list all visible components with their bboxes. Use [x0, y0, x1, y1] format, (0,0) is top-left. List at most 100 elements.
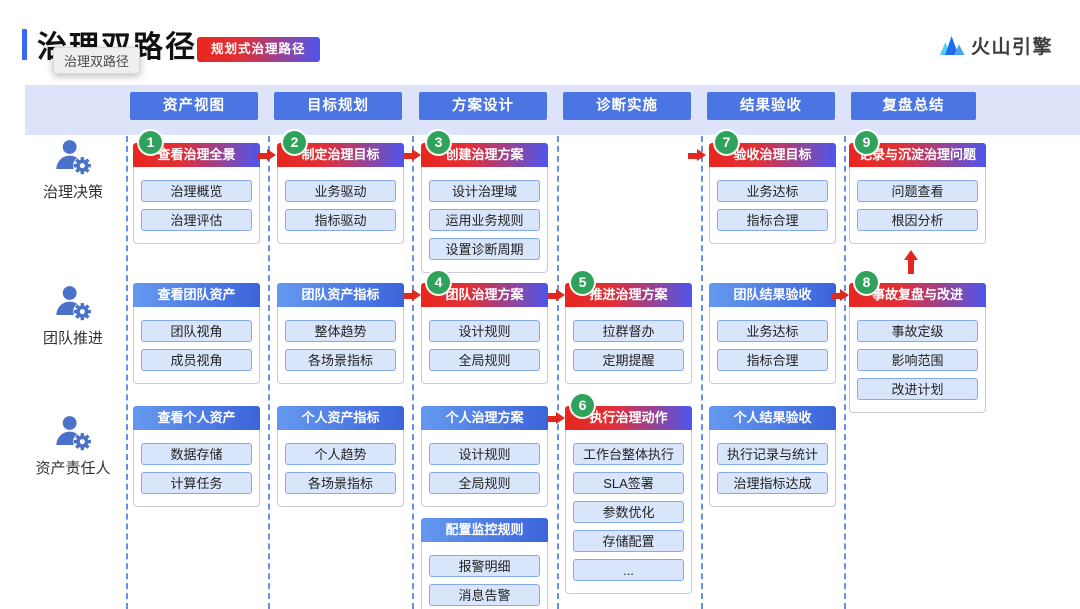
user-gear-icon: [56, 416, 92, 451]
card-item: 数据存储: [141, 443, 252, 465]
card-title: 事故复盘与改进: [849, 283, 986, 307]
card-item: 各场景指标: [285, 349, 396, 371]
card-item: 事故定级: [857, 320, 978, 342]
card-item: 全局规则: [429, 349, 540, 371]
card-item-list: 治理概览治理评估: [134, 167, 259, 243]
column-divider: [701, 136, 703, 609]
card-view-team-assets: 查看团队资产团队视角成员视角: [133, 283, 260, 384]
card-item: 参数优化: [573, 501, 684, 523]
card-personal-governance-plan: 个人治理方案设计规则全局规则: [421, 406, 548, 507]
card-item: 设计规则: [429, 443, 540, 465]
flow-arrow-right-icon: [258, 149, 276, 162]
card-item: ...: [573, 559, 684, 581]
card-item: 设置诊断周期: [429, 238, 540, 260]
role-asset-owner: 资产责任人: [17, 415, 129, 478]
card-item-list: 设计治理域运用业务规则设置诊断周期: [422, 167, 547, 272]
step-number-badge: 7: [715, 131, 738, 154]
card-item: 工作台整体执行: [573, 443, 684, 465]
flow-arrow-right-icon: [547, 289, 565, 302]
card-title: 个人资产指标: [277, 406, 404, 430]
card-item: 业务达标: [717, 320, 828, 342]
step-number-badge: 6: [571, 394, 594, 417]
card-title: 验收治理目标: [709, 143, 836, 167]
brand-name: 火山引擎: [970, 37, 1053, 58]
step-number-badge: 3: [427, 131, 450, 154]
card-item: 团队视角: [141, 320, 252, 342]
card-item: 治理评估: [141, 209, 252, 231]
card-item: SLA签署: [573, 472, 684, 494]
column-divider: [412, 136, 414, 609]
card-item-list: 拉群督办定期提醒: [566, 307, 691, 383]
column-divider: [126, 136, 128, 609]
card-view-personal-assets: 查看个人资产数据存储计算任务: [133, 406, 260, 507]
card-personal-asset-metrics: 个人资产指标个人趋势各场景指标: [277, 406, 404, 507]
card-item-list: 数据存储计算任务: [134, 430, 259, 506]
flow-arrow-right-icon: [403, 149, 421, 162]
card-item-list: 业务达标指标合理: [710, 307, 835, 383]
card-item: 整体趋势: [285, 320, 396, 342]
card-item: 指标合理: [717, 209, 828, 231]
card-title: 团队结果验收: [709, 283, 836, 307]
volcengine-mountain-icon: [939, 35, 965, 56]
card-item-list: 团队视角成员视角: [134, 307, 259, 383]
path-type-badge[interactable]: 规划式治理路径: [197, 37, 320, 62]
card-item: 运用业务规则: [429, 209, 540, 231]
card-item: 问题查看: [857, 180, 978, 202]
card-item: 个人趋势: [285, 443, 396, 465]
card-team-asset-metrics: 团队资产指标整体趋势各场景指标: [277, 283, 404, 384]
card-title: 团队资产指标: [277, 283, 404, 307]
card-item: 定期提醒: [573, 349, 684, 371]
card-item: 治理指标达成: [717, 472, 828, 494]
flow-arrow-right-icon: [547, 412, 565, 425]
card-item: 治理概览: [141, 180, 252, 202]
step-number-badge: 2: [283, 131, 306, 154]
card-item-list: 业务驱动指标驱动: [278, 167, 403, 243]
user-gear-icon: [56, 286, 92, 321]
card-item: 业务驱动: [285, 180, 396, 202]
title-tooltip: 治理双路径: [53, 47, 141, 74]
stage-review-summary: 复盘总结: [851, 92, 976, 120]
card-item-list: 业务达标指标合理: [710, 167, 835, 243]
card-item: 各场景指标: [285, 472, 396, 494]
title-accent-bar: [22, 29, 27, 60]
column-divider: [557, 136, 559, 609]
card-title: 查看治理全景: [133, 143, 260, 167]
card-item: 设计治理域: [429, 180, 540, 202]
card-title: 个人治理方案: [421, 406, 548, 430]
card-item: 业务达标: [717, 180, 828, 202]
card-item: 成员视角: [141, 349, 252, 371]
user-gear-icon: [56, 140, 92, 175]
brand-logo: 火山引擎: [939, 32, 1053, 59]
role-team-advance: 团队推进: [17, 285, 129, 348]
stage-diagnosis-implementation: 诊断实施: [563, 92, 691, 120]
card-item-list: 问题查看根因分析: [850, 167, 985, 243]
column-divider: [844, 136, 846, 609]
step-number-badge: 8: [855, 271, 878, 294]
card-item: 计算任务: [141, 472, 252, 494]
card-item: 指标合理: [717, 349, 828, 371]
card-item-list: 设计规则全局规则: [422, 430, 547, 506]
card-title: 个人结果验收: [709, 406, 836, 430]
stage-result-acceptance: 结果验收: [707, 92, 835, 120]
card-title: 记录与沉淀治理问题: [849, 143, 986, 167]
step-number-badge: 4: [427, 271, 450, 294]
card-item-list: 整体趋势各场景指标: [278, 307, 403, 383]
card-configure-monitoring-rules: 配置监控规则报警明细消息告警: [421, 518, 548, 609]
card-item: 影响范围: [857, 349, 978, 371]
card-item: 全局规则: [429, 472, 540, 494]
step-number-badge: 5: [571, 271, 594, 294]
card-item-list: 执行记录与统计治理指标达成: [710, 430, 835, 506]
card-item: 指标驱动: [285, 209, 396, 231]
card-title: 查看团队资产: [133, 283, 260, 307]
card-item: 根因分析: [857, 209, 978, 231]
